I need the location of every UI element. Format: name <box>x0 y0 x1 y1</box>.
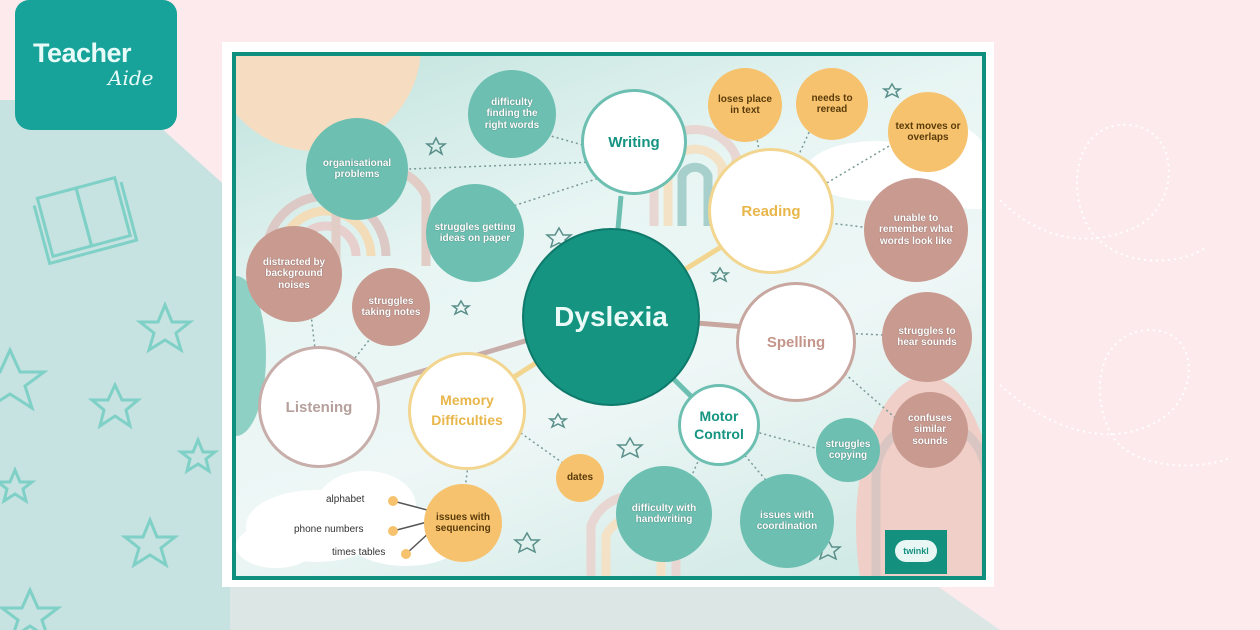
central-topic-label: Dyslexia <box>554 301 668 332</box>
logo-text-aide: Aide <box>108 66 154 90</box>
writing-item-finding-words[interactable]: difficulty finding the right words <box>468 70 556 158</box>
item-label: loses place in text <box>718 93 772 117</box>
category-reading-label: Reading <box>741 202 801 220</box>
item-label: distracted by background noises <box>262 256 326 291</box>
sequencing-example-phone-numbers: phone numbers <box>294 524 364 535</box>
category-motor-control[interactable]: Motor Control <box>678 384 760 466</box>
reading-item-remember-words[interactable]: unable to remember what words look like <box>864 178 968 282</box>
item-label: difficulty with handwriting <box>631 502 697 526</box>
dotted-loop-decoration <box>999 123 1231 467</box>
item-label: text moves or overlaps <box>895 120 961 144</box>
teacher-aide-logo[interactable]: Teacher Aide <box>15 0 177 130</box>
central-topic-dyslexia[interactable]: Dyslexia <box>522 228 700 406</box>
category-motor-label-1: Motor <box>699 407 739 424</box>
category-listening-label: Listening <box>285 398 353 416</box>
category-spelling-label: Spelling <box>766 333 826 351</box>
twinkl-logo-icon: twinkl <box>895 540 937 562</box>
category-memory-difficulties[interactable]: Memory Difficulties <box>408 352 526 470</box>
category-listening[interactable]: Listening <box>258 346 380 468</box>
reading-item-loses-place[interactable]: loses place in text <box>708 68 782 142</box>
sequencing-example-times-tables: times tables <box>332 547 386 558</box>
item-label: struggles copying <box>825 438 871 462</box>
writing-item-ideas-on-paper[interactable]: struggles getting ideas on paper <box>426 184 524 282</box>
reading-item-text-moves[interactable]: text moves or overlaps <box>888 92 968 172</box>
item-label: issues with coordination <box>756 509 818 533</box>
item-label: needs to reread <box>811 92 853 116</box>
item-label: organisational problems <box>322 157 392 181</box>
category-memory-label-1: Memory <box>440 392 494 409</box>
star-icons <box>0 301 220 630</box>
writing-item-organisational[interactable]: organisational problems <box>306 118 408 220</box>
item-label: confuses similar sounds <box>908 412 952 447</box>
category-writing[interactable]: Writing <box>581 89 687 195</box>
category-writing-label: Writing <box>608 133 660 151</box>
logo-text-teacher: Teacher <box>33 38 132 68</box>
memory-item-dates[interactable]: dates <box>556 454 604 502</box>
category-spelling[interactable]: Spelling <box>736 282 856 402</box>
item-label: struggles to hear sounds <box>897 325 957 349</box>
category-memory-label-2: Difficulties <box>431 412 503 428</box>
item-label: struggles getting ideas on paper <box>434 221 516 245</box>
item-label: unable to remember what words look like <box>879 212 953 247</box>
twinkl-label: twinkl <box>903 546 929 556</box>
book-icon <box>32 175 139 266</box>
category-reading[interactable]: Reading <box>708 148 834 274</box>
item-label: struggles taking notes <box>361 295 421 319</box>
item-label: issues with sequencing <box>435 511 491 535</box>
item-label: dates <box>566 472 594 484</box>
listening-item-taking-notes[interactable]: struggles taking notes <box>352 268 430 346</box>
motor-item-handwriting[interactable]: difficulty with handwriting <box>616 466 712 562</box>
item-label: difficulty finding the right words <box>484 96 540 131</box>
spelling-item-similar-sounds[interactable]: confuses similar sounds <box>892 392 968 468</box>
twinkl-badge: twinkl <box>885 530 947 574</box>
listening-item-background-noises[interactable]: distracted by background noises <box>246 226 342 322</box>
spelling-item-hear-sounds[interactable]: struggles to hear sounds <box>882 292 972 382</box>
reading-item-reread[interactable]: needs to reread <box>796 68 868 140</box>
memory-item-sequencing[interactable]: issues with sequencing <box>424 484 502 562</box>
sequencing-example-alphabet: alphabet <box>326 494 365 505</box>
motor-item-coordination[interactable]: issues with coordination <box>740 474 834 568</box>
motor-item-copying[interactable]: struggles copying <box>816 418 880 482</box>
dyslexia-mind-map-poster: Dyslexia Writing Reading Spelling Motor … <box>232 52 986 580</box>
category-motor-label-2: Control <box>694 426 744 442</box>
